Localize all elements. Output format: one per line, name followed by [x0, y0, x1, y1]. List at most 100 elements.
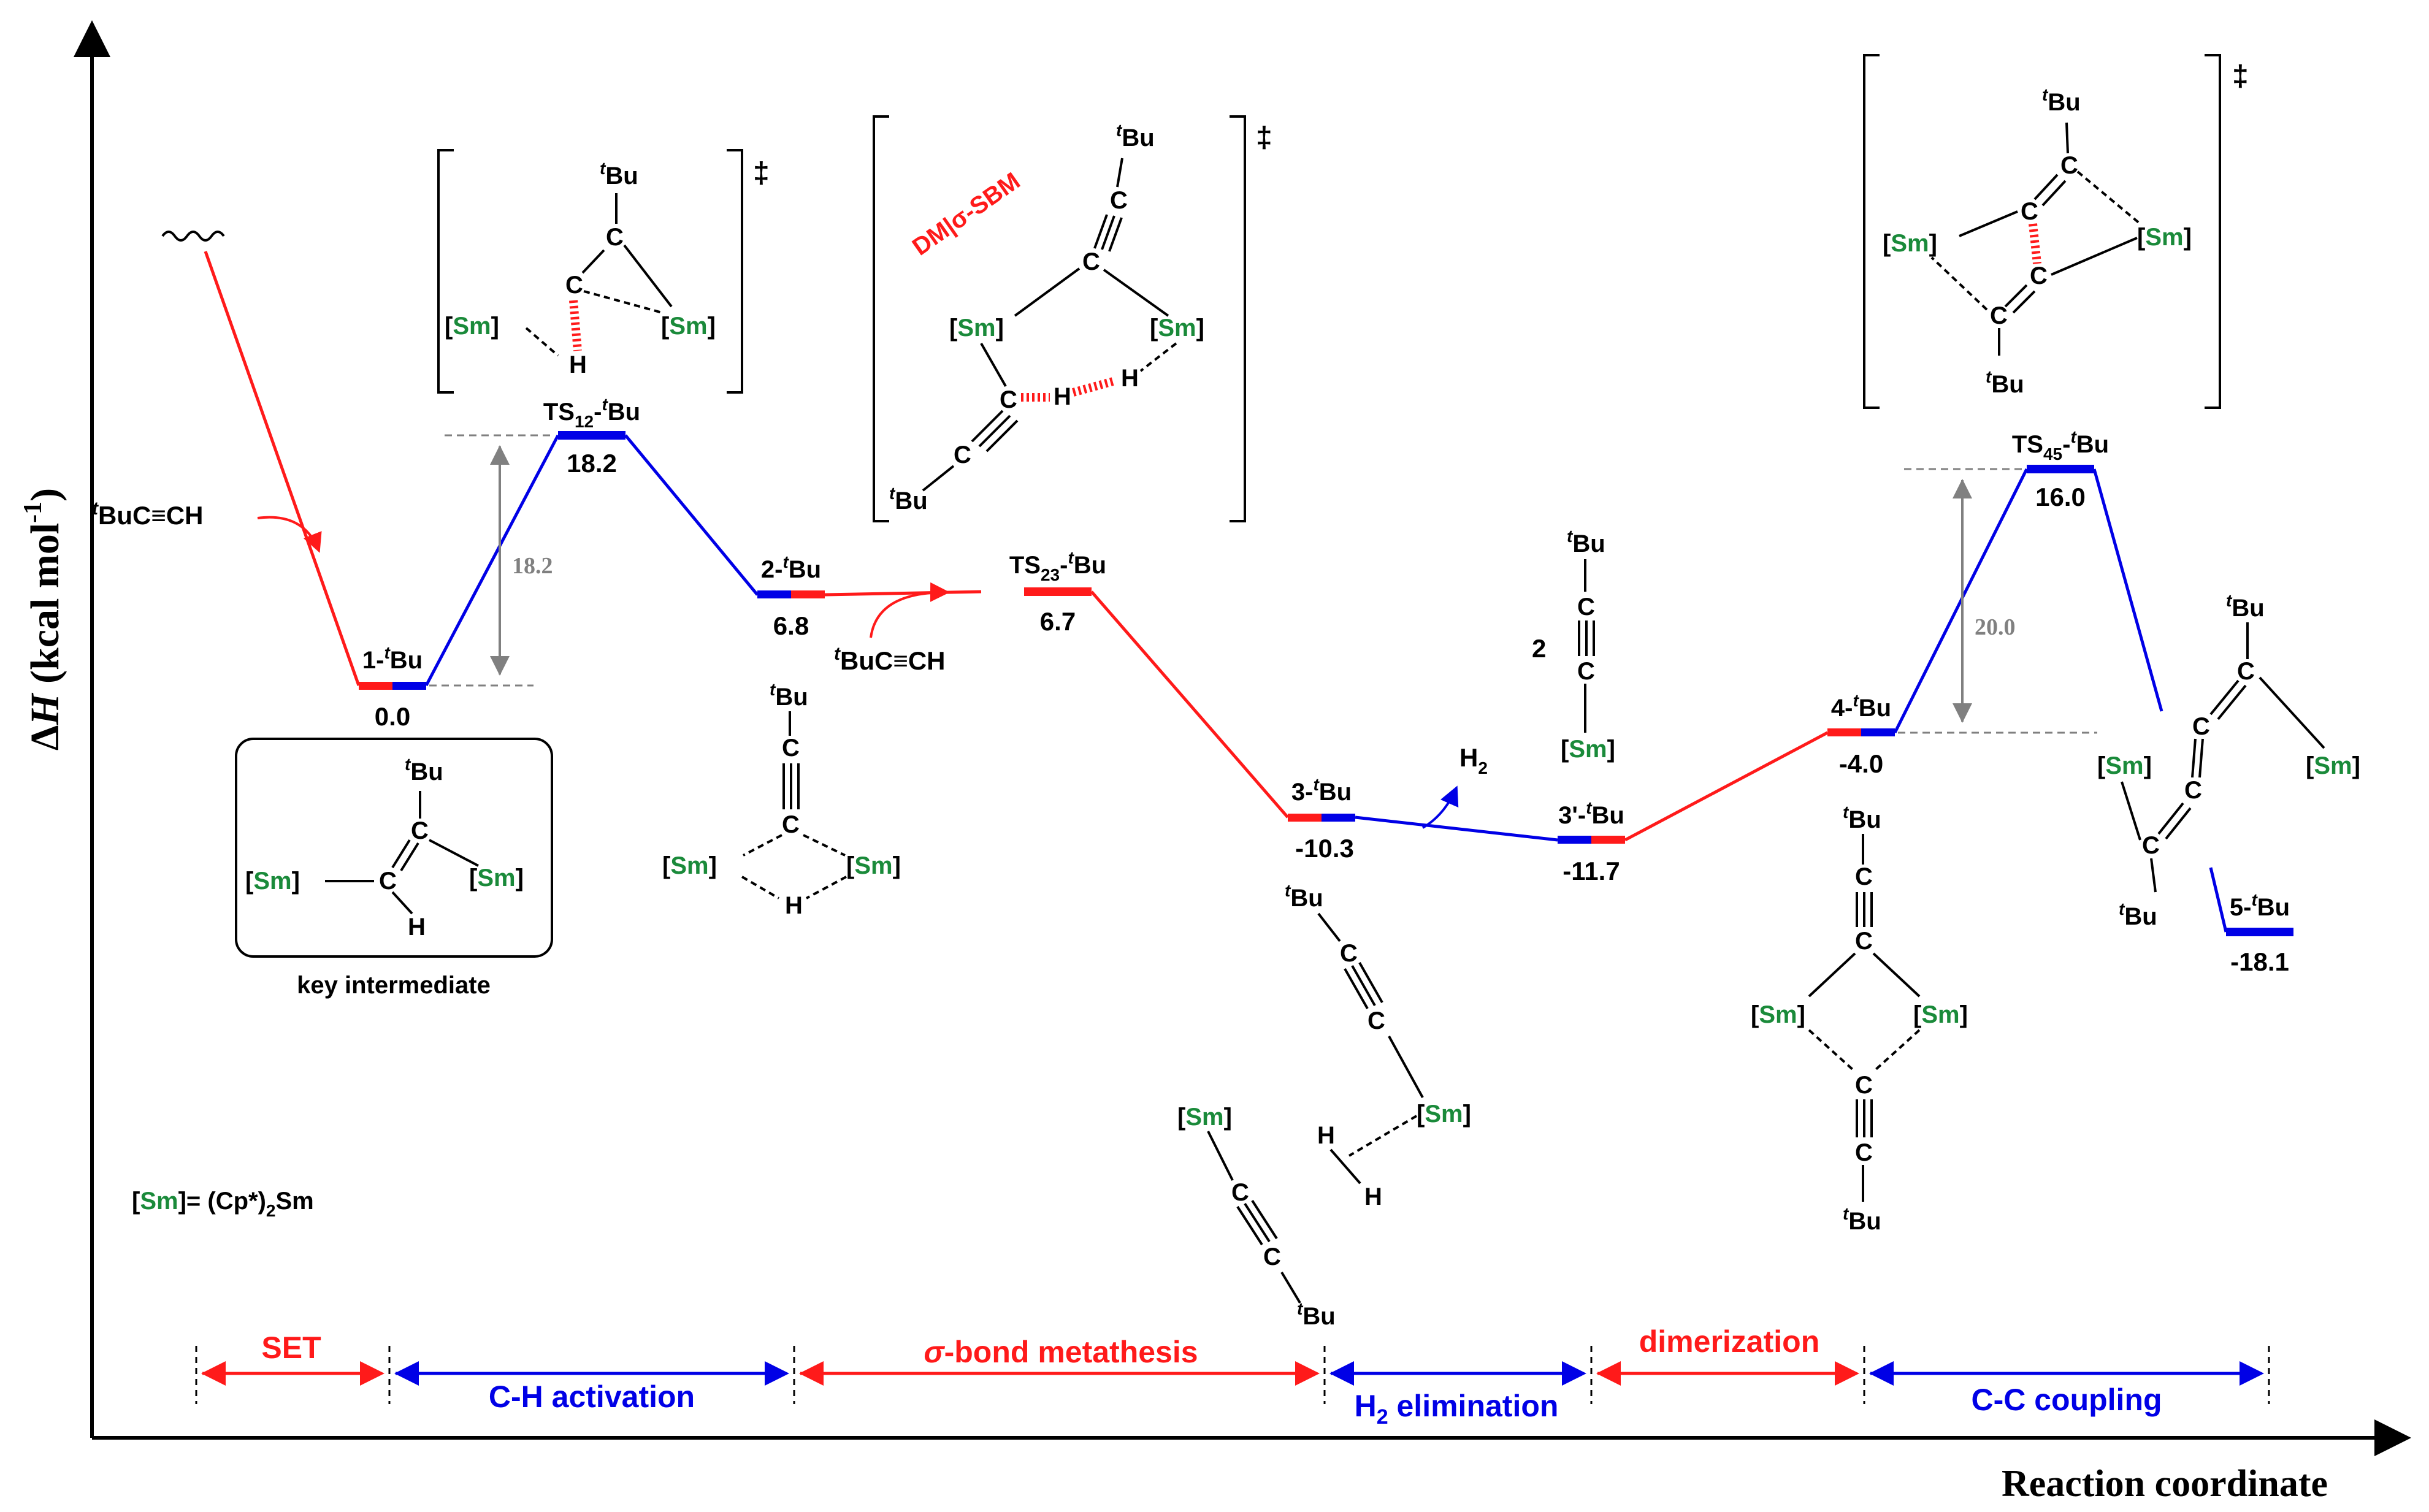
stage-h2-elimination: H2 elimination — [1355, 1389, 1559, 1429]
level-2-right — [791, 590, 825, 598]
label-ts23: TS23-tBu — [1009, 548, 1106, 584]
energy-levels — [359, 431, 2293, 936]
svg-text:‡: ‡ — [753, 157, 770, 189]
svg-text:tBu: tBu — [1986, 367, 2024, 398]
level-labels: 1-tBu 0.0 TS12-tBu 18.2 2-tBu 6.8 TS23-t… — [362, 395, 2290, 976]
value-5: -18.1 — [2230, 947, 2289, 976]
level-4-left — [1827, 728, 1861, 736]
barrier-indicators: 18.2 20.0 — [429, 434, 2097, 734]
sm-legend: [Sm]= (Cp*)2Sm — [132, 1188, 314, 1220]
connector-entry-to-5 — [2209, 867, 2228, 933]
svg-text:tBu: tBu — [1843, 803, 1881, 833]
stage-labels: SET C-H activation σ-bond metathesis H2 … — [261, 1324, 2162, 1429]
stage-sigma-metathesis: σ-bond metathesis — [924, 1335, 1198, 1369]
svg-text:tBu: tBu — [1285, 881, 1323, 912]
ts23-structure: ‡ DM|σ-SBM tBu C C [Sm] [Sm] C H H C tBu — [873, 115, 1272, 522]
level-ts45 — [2027, 465, 2094, 473]
connector-ts12-to-2 — [624, 434, 759, 596]
int3p-structure: 2 tBu C C [Sm] — [1532, 527, 1615, 763]
svg-text:C: C — [2142, 832, 2160, 859]
label-3p: 3'-tBu — [1558, 798, 1624, 829]
svg-text:C: C — [2192, 713, 2210, 740]
stage-dividers — [195, 1346, 2270, 1404]
svg-text:tBu: tBu — [2042, 85, 2081, 116]
svg-text:[Sm]: [Sm] — [1150, 315, 1204, 342]
value-ts45: 16.0 — [2035, 483, 2086, 511]
svg-text:H2: H2 — [1459, 743, 1488, 777]
reagent-1: tBuC≡CH — [92, 498, 322, 553]
connector-4-to-ts45 — [1893, 468, 2029, 734]
svg-text:C: C — [1368, 1007, 1385, 1034]
svg-text:tBu: tBu — [405, 755, 443, 785]
svg-text:tBu: tBu — [1843, 1204, 1881, 1235]
svg-text:[Sm]: [Sm] — [846, 852, 901, 879]
stage-dimerization: dimerization — [1639, 1324, 1819, 1359]
svg-text:C: C — [2184, 777, 2202, 804]
level-2-left — [757, 590, 791, 598]
svg-text:DM|σ-SBM: DM|σ-SBM — [908, 167, 1025, 261]
barrier-value-1: 18.2 — [512, 553, 553, 579]
label-ts45: TS45-tBu — [2012, 427, 2109, 464]
svg-text:C: C — [1855, 928, 1873, 955]
svg-text:[Sm]: [Sm] — [1751, 1001, 1805, 1028]
h2-release: H2 — [1422, 743, 1488, 829]
connector-initial-to-1 — [204, 251, 361, 686]
key-intermediate-box: tBu C C H [Sm] [Sm] key intermediate — [235, 738, 553, 999]
prod5-structure: tBu C C C C tBu [Sm] [Sm] — [2097, 591, 2360, 930]
svg-text:[Sm]: [Sm] — [245, 868, 300, 895]
value-3: -10.3 — [1295, 834, 1354, 863]
svg-text:‡: ‡ — [2232, 60, 2249, 93]
stage-ch-activation: C-H activation — [489, 1380, 695, 1414]
x-axis-label: Reaction coordinate — [2002, 1463, 2328, 1505]
svg-text:[Sm]: [Sm] — [1913, 1001, 1968, 1028]
svg-text:C: C — [2060, 152, 2078, 179]
int2-structure: tBu C C [Sm] [Sm] H — [662, 680, 901, 919]
svg-text:C: C — [1263, 1243, 1281, 1270]
svg-text:H: H — [1364, 1183, 1382, 1210]
value-ts12: 18.2 — [567, 449, 617, 478]
level-4-right — [1861, 728, 1895, 736]
level-1-right — [392, 682, 426, 690]
level-5 — [2226, 928, 2293, 936]
svg-text:C: C — [379, 868, 397, 895]
svg-text:H: H — [785, 892, 803, 919]
barrier-value-2: 20.0 — [1975, 614, 2016, 640]
value-1: 0.0 — [375, 702, 410, 731]
svg-text:ΔH (kcal mol-1): ΔH (kcal mol-1) — [19, 488, 67, 750]
svg-text:tBu: tBu — [1567, 527, 1605, 557]
svg-text:C: C — [1855, 1072, 1873, 1099]
svg-text:C: C — [782, 811, 800, 838]
level-3p-left — [1558, 836, 1591, 844]
svg-text:C: C — [954, 441, 971, 468]
ts12-structure: ‡ tBu C C H [Sm] [Sm] — [437, 149, 770, 394]
svg-text:C: C — [1082, 248, 1100, 275]
level-3-right — [1322, 814, 1355, 822]
label-2: 2-tBu — [761, 552, 821, 583]
svg-text:C: C — [411, 817, 429, 844]
svg-text:tBu: tBu — [889, 484, 928, 514]
label-5: 5-tBu — [2230, 890, 2290, 921]
svg-text:[Sm]: [Sm] — [2306, 752, 2360, 779]
svg-text:C: C — [1110, 187, 1128, 214]
svg-text:tBu: tBu — [770, 680, 808, 711]
svg-text:[Sm]: [Sm] — [662, 852, 717, 879]
label-4: 4-tBu — [1831, 691, 1891, 722]
connector-3p-to-4 — [1624, 731, 1829, 842]
svg-text:C: C — [782, 735, 800, 762]
svg-text:[Sm]: [Sm] — [1417, 1101, 1471, 1128]
svg-text:2: 2 — [1532, 634, 1546, 663]
level-3p-right — [1591, 836, 1625, 844]
svg-text:[Sm]: [Sm] — [2137, 224, 2192, 251]
svg-text:C: C — [2030, 262, 2048, 289]
svg-text:C: C — [1231, 1179, 1249, 1206]
svg-text:[Sm]: [Sm] — [661, 313, 716, 340]
label-3: 3-tBu — [1291, 775, 1352, 806]
connector-1-to-ts12 — [424, 434, 560, 687]
svg-text:[Sm]: [Sm] — [1883, 230, 1937, 257]
connector-ts23-to-3 — [1090, 590, 1289, 819]
svg-text:tBu: tBu — [2119, 899, 2157, 930]
svg-text:tBuC≡CH: tBuC≡CH — [834, 644, 946, 675]
svg-text:C: C — [1577, 658, 1595, 685]
svg-text:[Sm]: [Sm] — [445, 313, 499, 340]
